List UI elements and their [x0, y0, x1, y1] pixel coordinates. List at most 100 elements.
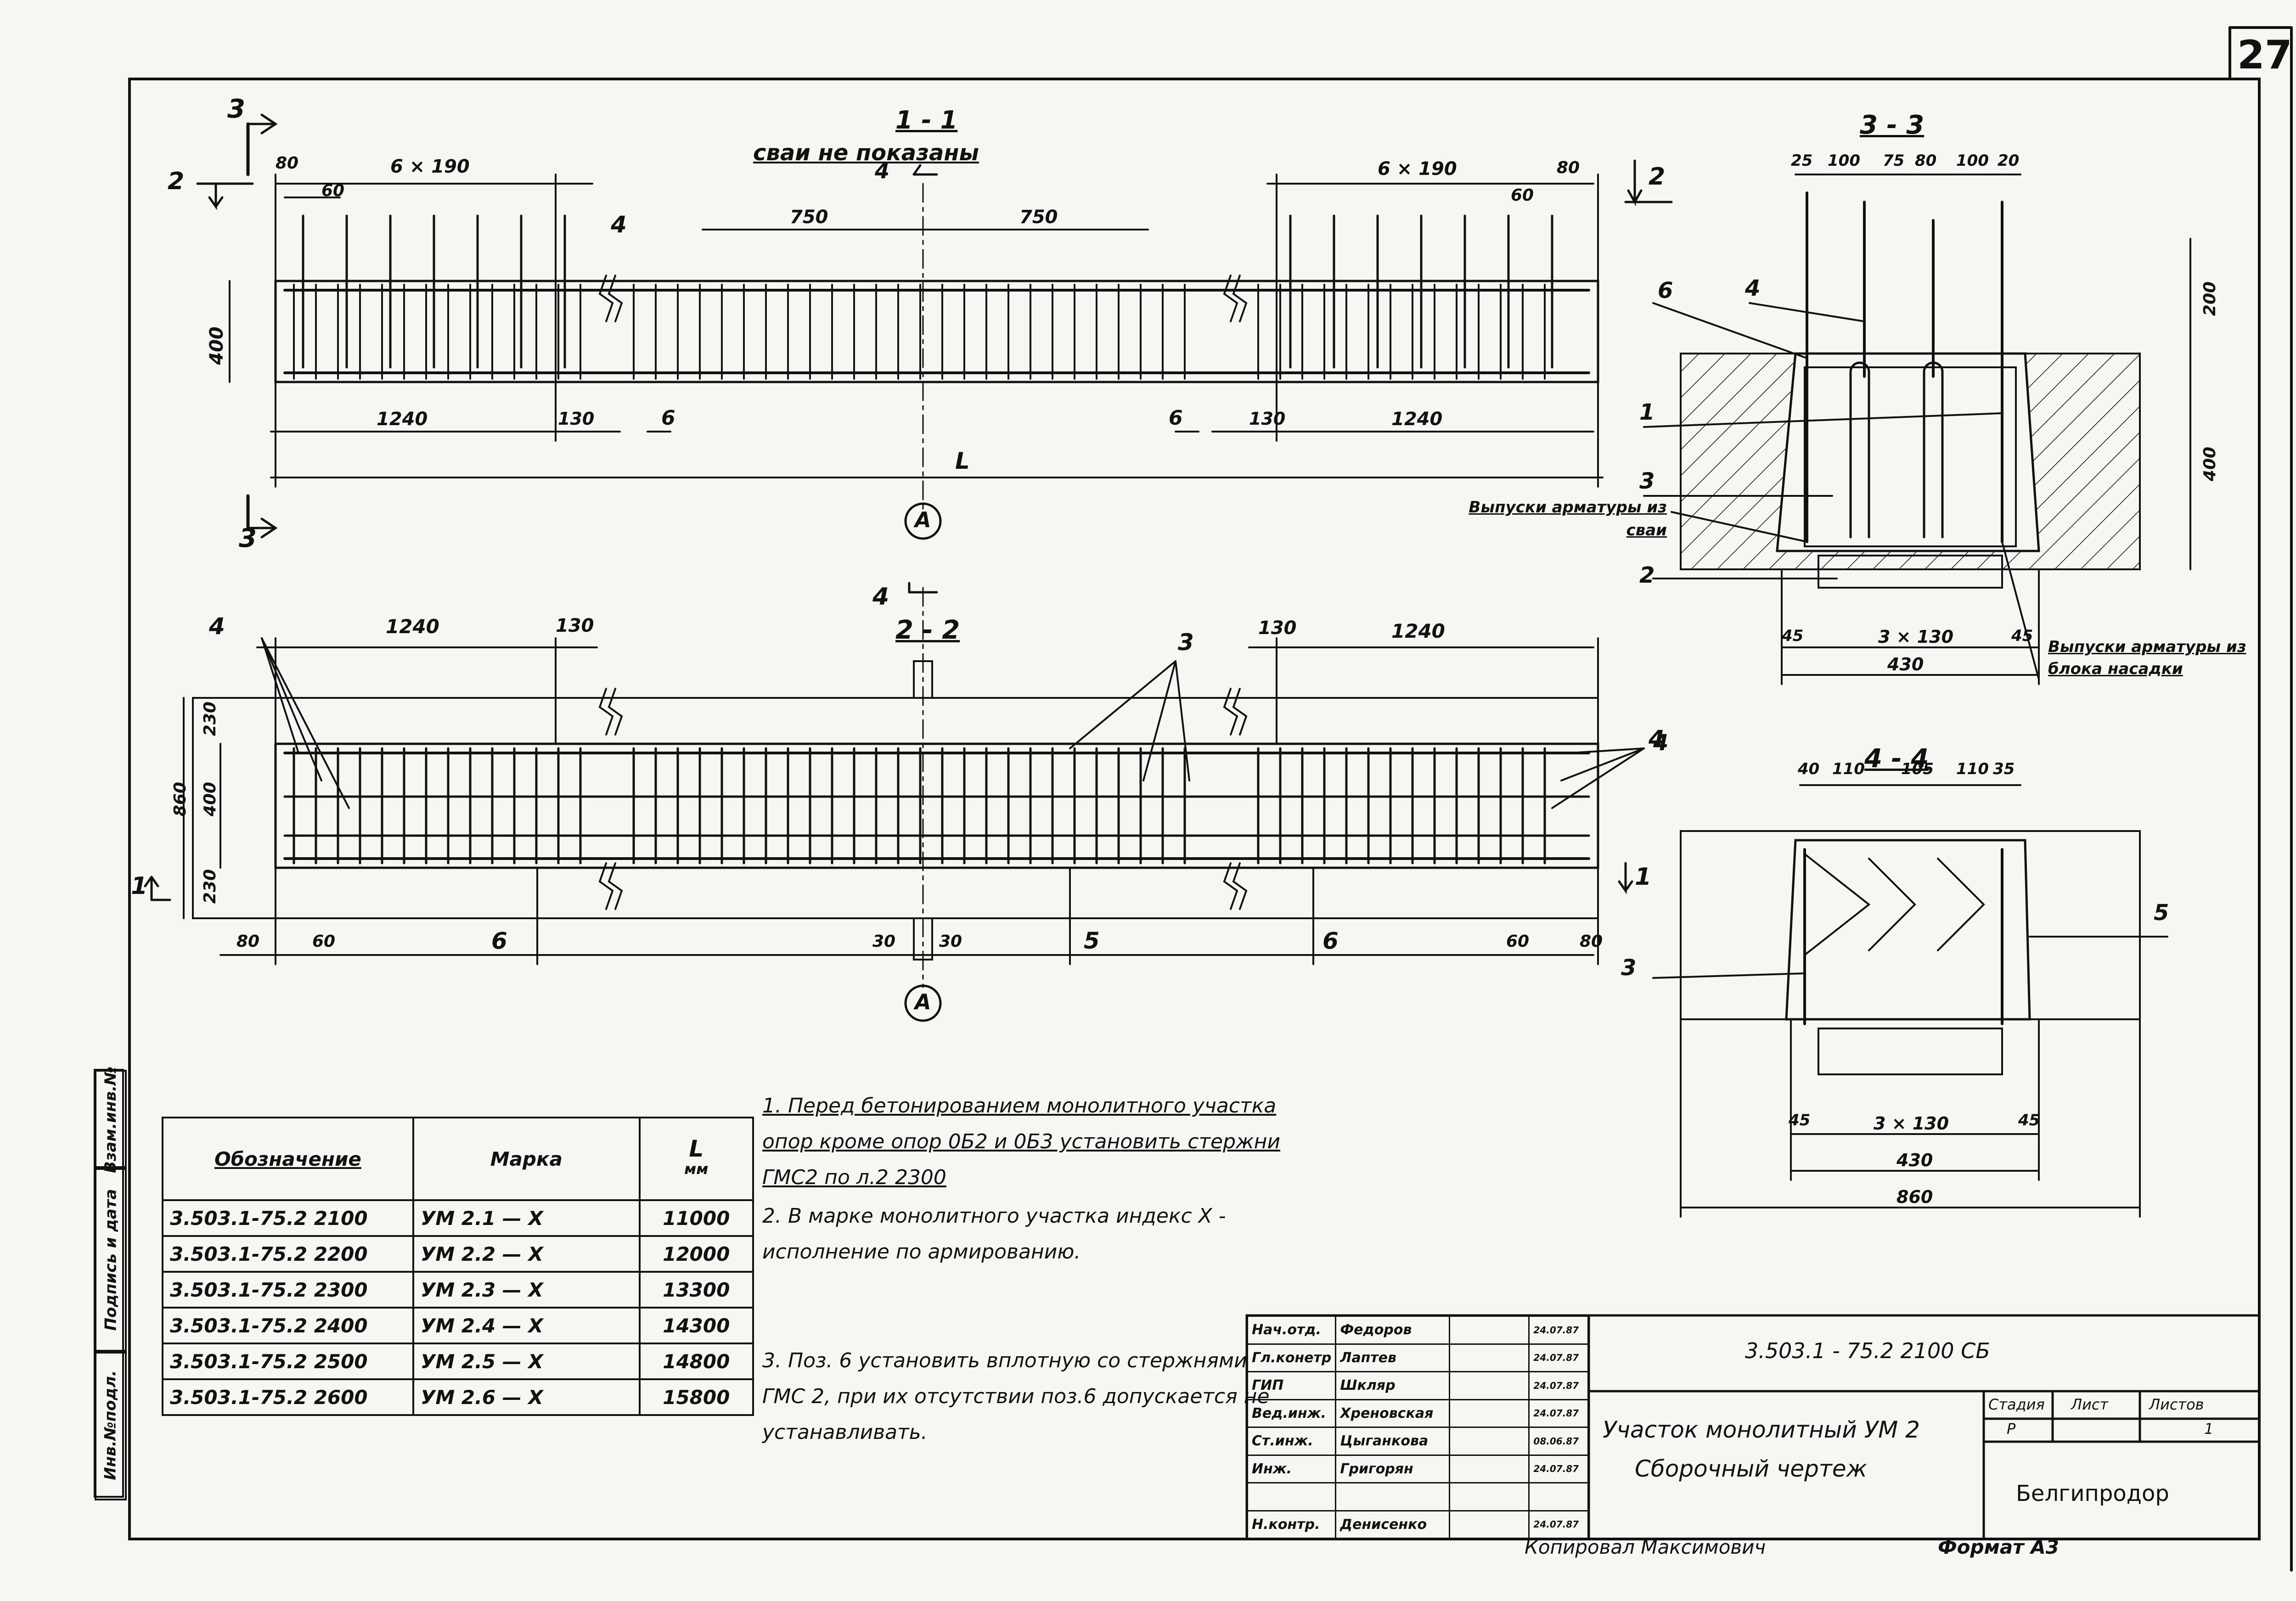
- dim: 130: [556, 615, 594, 636]
- date-cell: 24.07.87: [1528, 1343, 1589, 1372]
- length-header: L: [689, 1135, 704, 1162]
- designation-cell: 3.503.1-75.2 2500: [162, 1343, 414, 1380]
- dim: 1240: [1391, 620, 1445, 642]
- date-cell: 24.07.87: [1528, 1371, 1589, 1400]
- dim: 80: [236, 932, 260, 951]
- dim: 130: [558, 409, 595, 429]
- mark-cell: УМ 2.6 — Х: [412, 1378, 641, 1416]
- sheets-value: 1: [2204, 1420, 2214, 1438]
- dim: 6 × 190: [390, 156, 470, 177]
- cut-label: 1: [1635, 863, 1652, 891]
- dim: 750: [1019, 207, 1058, 228]
- name-cell: Григорян: [1335, 1454, 1451, 1483]
- cut-label: 3: [227, 94, 245, 124]
- callout-3: 3: [1621, 955, 1637, 981]
- role-cell: Н.контр.: [1246, 1510, 1337, 1539]
- dim: 60: [321, 181, 345, 200]
- callout-5: 5: [1084, 927, 1100, 954]
- callout-6: 6: [661, 406, 675, 430]
- sheets-header: Листов: [2149, 1396, 2204, 1413]
- sidebar-cell: Взам.инв.№: [95, 1067, 127, 1173]
- designation-cell: 3.503.1-75.2 2600: [162, 1378, 414, 1416]
- callout-3: 3: [1178, 629, 1194, 656]
- dim: 200: [2200, 281, 2220, 316]
- dim: 45: [2011, 627, 2033, 645]
- dim: 1240: [386, 615, 439, 638]
- signature-cell: [1449, 1371, 1530, 1400]
- name-cell: Денисенко: [1335, 1510, 1451, 1539]
- dim: 110: [1956, 760, 1989, 778]
- dim: 400: [206, 326, 227, 365]
- section-2-2-graphics: [144, 582, 1645, 1022]
- dim: 80: [1580, 932, 1603, 951]
- signature-cell: [1449, 1399, 1530, 1428]
- section-1-1-graphics: [196, 113, 1673, 540]
- length-cell: 11000: [638, 1199, 754, 1237]
- callout-1: 1: [1639, 399, 1655, 425]
- sidebar-label: Инв.№подл.: [101, 1370, 120, 1480]
- length-cell: 13300: [638, 1271, 754, 1309]
- pile-rebar-note: Выпуски арматуры из сваи: [1469, 498, 1667, 539]
- dim: 60: [312, 932, 336, 951]
- drawing-title-1: Участок монолитный УМ 2: [1603, 1416, 1920, 1443]
- role-cell: ГИП: [1246, 1371, 1337, 1400]
- length-cell: 14300: [638, 1307, 754, 1344]
- length-unit: мм: [684, 1160, 709, 1178]
- section-1-1-subtitle: сваи не показаны: [753, 140, 979, 166]
- signature-cell: [1449, 1482, 1530, 1511]
- date-cell: [1528, 1482, 1589, 1511]
- drawing-title-2: Сборочный чертеж: [1635, 1455, 1867, 1482]
- length-cell: 12000: [638, 1235, 754, 1273]
- dim: 45: [1789, 1111, 1811, 1129]
- dim: 230: [201, 869, 220, 904]
- table-header: Марка: [412, 1117, 641, 1201]
- axis-a-label: A: [915, 507, 931, 532]
- note-3: 3. Поз. 6 установить вплотную со стержня…: [762, 1349, 1270, 1444]
- callout-6: 6: [1658, 278, 1673, 303]
- name-cell: Лаптев: [1335, 1343, 1451, 1372]
- date-cell: 08.06.87: [1528, 1427, 1589, 1456]
- role-cell: Вед.инж.: [1246, 1399, 1337, 1428]
- dim: 400: [201, 781, 220, 817]
- signature-cell: [1449, 1427, 1530, 1456]
- dim: 860: [171, 781, 190, 817]
- date-cell: 24.07.87: [1528, 1399, 1589, 1428]
- callout-4: 4: [1653, 730, 1669, 756]
- role-cell: Гл.конетр: [1246, 1343, 1337, 1372]
- dim: 430: [1896, 1150, 1933, 1170]
- dim: 3 × 130: [1878, 627, 1954, 647]
- mark-cell: УМ 2.1 — Х: [412, 1199, 641, 1237]
- role-cell: [1246, 1482, 1337, 1511]
- name-cell: Цыганкова: [1335, 1427, 1451, 1456]
- mark-cell: УМ 2.5 — Х: [412, 1343, 641, 1380]
- cut-label: 2: [1649, 163, 1666, 191]
- stage-header: Стадия: [1988, 1396, 2045, 1413]
- length-cell: 15800: [638, 1378, 754, 1416]
- role-cell: Нач.отд.: [1246, 1315, 1337, 1345]
- callout-4: 4: [1745, 275, 1761, 301]
- designation-cell: 3.503.1-75.2 2400: [162, 1307, 414, 1344]
- table-header-length: L мм: [638, 1117, 754, 1201]
- drawing-code: 3.503.1 - 75.2 2100 СБ: [1745, 1338, 1990, 1363]
- dim: 30: [872, 932, 896, 951]
- table-header: Обозначение: [162, 1117, 414, 1201]
- drawing-frame: [128, 26, 2293, 1572]
- dim: 130: [1258, 618, 1297, 639]
- sidebar-label: Взам.инв.№: [101, 1067, 120, 1173]
- sidebar-label: Подпись и дата: [101, 1189, 120, 1331]
- date-cell: 24.07.87: [1528, 1315, 1589, 1345]
- marks-table: Обозначение Марка L мм 3.503.1-75.2 2100…: [162, 1117, 754, 1416]
- dim: 60: [1506, 932, 1530, 951]
- cut-label: 4: [875, 158, 890, 183]
